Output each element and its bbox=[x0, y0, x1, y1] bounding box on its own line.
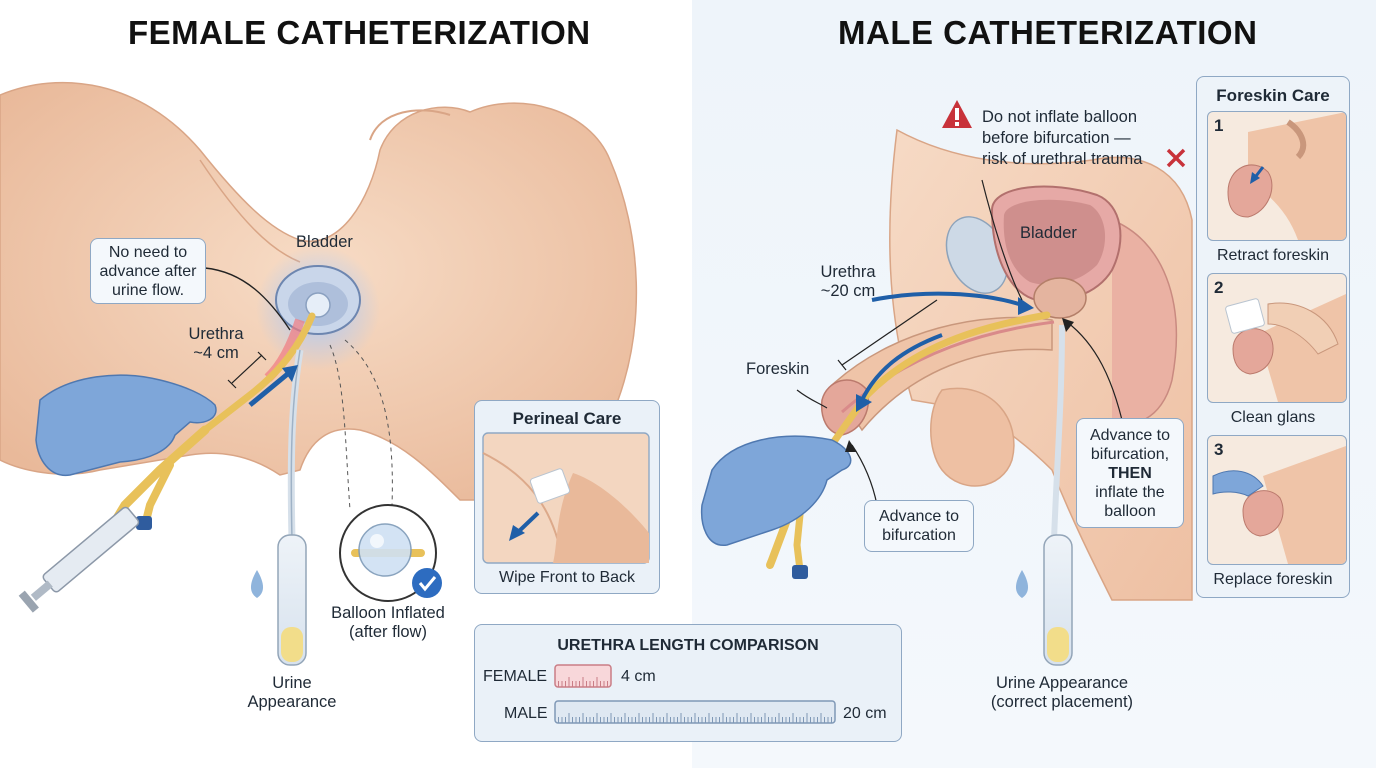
female-balloon-line2: (after flow) bbox=[349, 623, 427, 641]
retract-foreskin-illustration bbox=[1227, 112, 1346, 240]
foreskin-care-panel: Foreskin Care 1 Retract foreskin 2 Clean… bbox=[1196, 76, 1350, 598]
male-then-line1: Advance to bbox=[1089, 426, 1171, 444]
foreskin-step-1-caption: Retract foreskin bbox=[1216, 247, 1330, 264]
perineal-wipe-illustration bbox=[482, 432, 650, 564]
clean-glans-illustration bbox=[1225, 294, 1346, 402]
foreskin-step-3-caption: Replace foreskin bbox=[1213, 571, 1333, 588]
male-title: MALE CATHETERIZATION bbox=[838, 14, 1258, 51]
male-advance-line1: Advance to bbox=[878, 508, 960, 525]
male-urine-line1: Urine Appearance bbox=[995, 674, 1129, 692]
male-warning-text: Do not inflate balloon before bifurcatio… bbox=[982, 107, 1142, 170]
foreskin-care-title: Foreskin Care bbox=[1216, 86, 1330, 105]
female-urethra-label: Urethra ~4 cm bbox=[186, 325, 246, 363]
female-comparison-label: FEMALE bbox=[483, 668, 548, 685]
foreskin-step-1-image: 1 bbox=[1207, 111, 1347, 241]
male-inflate-callout: Advance to bifurcation, THEN inflate the… bbox=[1076, 418, 1184, 528]
foreskin-step-3-number: 3 bbox=[1214, 440, 1224, 459]
female-urethra-line2: ~4 cm bbox=[193, 344, 239, 362]
foreskin-step-3-image: 3 bbox=[1207, 435, 1347, 565]
male-then-line2: bifurcation, bbox=[1090, 445, 1170, 463]
female-callout-line1: No need to bbox=[108, 243, 188, 261]
male-urine-label: Urine Appearance (correct placement) bbox=[982, 674, 1142, 712]
perineal-care-title: Perineal Care bbox=[512, 409, 622, 428]
female-anatomy-illustration bbox=[0, 81, 638, 666]
female-title: FEMALE CATHETERIZATION bbox=[128, 14, 591, 51]
foreskin-step-1-number: 1 bbox=[1214, 116, 1224, 135]
male-urine-line2: (correct placement) bbox=[990, 693, 1134, 711]
male-then-line3: THEN bbox=[1108, 464, 1152, 482]
female-balloon-label: Balloon Inflated (after flow) bbox=[322, 604, 454, 642]
male-comparison-label: MALE bbox=[504, 705, 548, 722]
male-then-line4: inflate the bbox=[1095, 483, 1165, 501]
male-then-line5: balloon bbox=[1104, 502, 1156, 520]
female-comparison-value: 4 cm bbox=[621, 668, 656, 685]
male-warning-line2: before bifurcation — bbox=[982, 129, 1131, 147]
male-comparison-value: 20 cm bbox=[843, 705, 887, 722]
male-warning-line1: Do not inflate balloon bbox=[982, 108, 1138, 126]
male-advance-line2: bifurcation bbox=[882, 527, 956, 544]
male-advance-callout: Advance to bifurcation bbox=[864, 500, 974, 552]
urethra-comparison-panel: URETHRA LENGTH COMPARISON FEMALE 4 cm MA… bbox=[474, 624, 902, 742]
male-urethra-line2: ~20 cm bbox=[820, 282, 876, 300]
foreskin-step-2-number: 2 bbox=[1214, 278, 1224, 297]
replace-foreskin-illustration bbox=[1212, 446, 1346, 564]
female-callout-line3: urine flow. bbox=[111, 281, 185, 299]
female-callout-line2: advance after bbox=[99, 262, 197, 280]
perineal-care-panel: Perineal Care Wipe Front to Back bbox=[474, 400, 660, 594]
male-bladder-label: Bladder bbox=[1020, 224, 1077, 242]
urethra-comparison-bars bbox=[554, 664, 836, 724]
foreskin-step-2-image: 2 bbox=[1207, 273, 1347, 403]
male-urethra-label: Urethra ~20 cm bbox=[812, 263, 884, 301]
male-foreskin-label: Foreskin bbox=[746, 360, 810, 378]
female-urethra-line1: Urethra bbox=[188, 325, 244, 343]
urethra-comparison-title: URETHRA LENGTH COMPARISON bbox=[557, 637, 819, 654]
male-warning-line3: risk of urethral trauma bbox=[982, 150, 1143, 168]
foreskin-step-2-caption: Clean glans bbox=[1230, 409, 1316, 426]
female-advance-callout: No need to advance after urine flow. bbox=[90, 238, 206, 304]
male-urethra-line1: Urethra bbox=[820, 263, 876, 281]
perineal-care-caption: Wipe Front to Back bbox=[498, 569, 636, 586]
female-urine-line1: Urine bbox=[272, 674, 312, 692]
female-urine-label: Urine Appearance bbox=[240, 674, 344, 712]
female-balloon-line1: Balloon Inflated bbox=[331, 604, 445, 622]
female-bladder-label: Bladder bbox=[296, 233, 353, 251]
female-urine-line2: Appearance bbox=[247, 693, 337, 711]
